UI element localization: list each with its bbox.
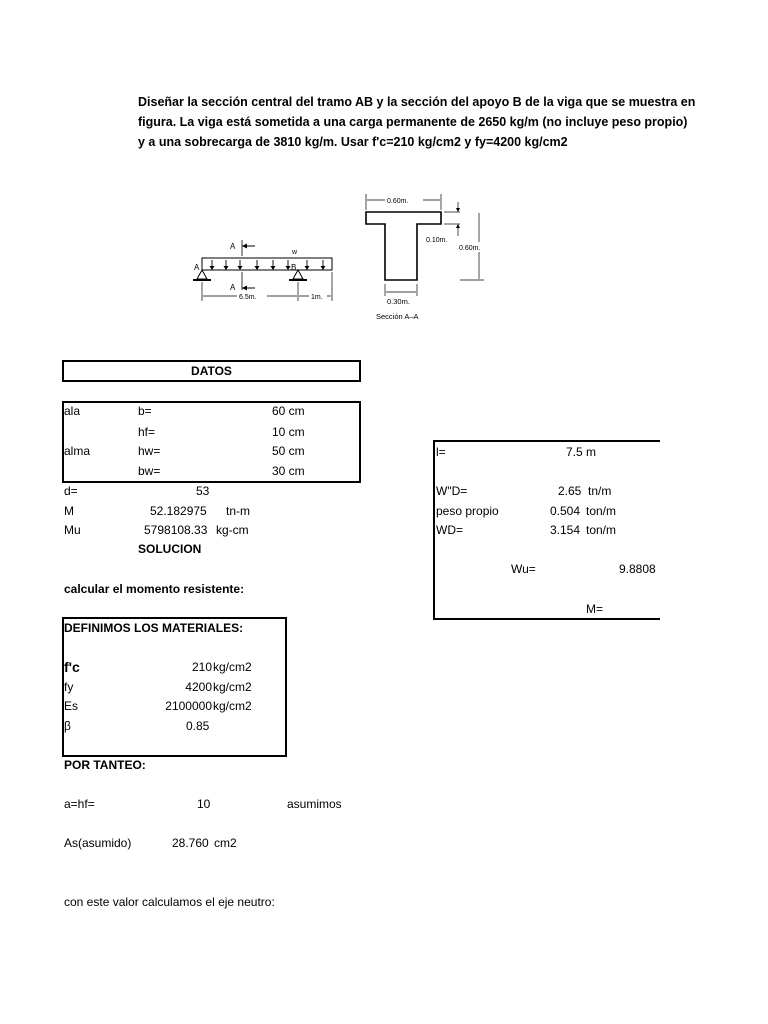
span-1-label: 6.5m. (239, 294, 257, 301)
m-unit: tn-m (226, 504, 250, 518)
height-label: 0.60m. (459, 245, 480, 252)
load-block (201, 257, 333, 271)
neutral-axis-text: con este valor calculamos el eje neutro: (64, 895, 275, 909)
problem-statement: Diseñar la sección central del tramo AB … (138, 92, 696, 152)
tanteo-title: POR TANTEO: (64, 758, 146, 772)
problem-line-3: y a una sobrecarga de 3810 kg/m. Usar f'… (138, 135, 568, 149)
mu-label: Mu (64, 523, 81, 537)
as-unit: cm2 (214, 836, 237, 850)
mu-value: 5798108.33 (144, 523, 208, 537)
pp-value: 0.504 (550, 504, 581, 518)
as-label: As(asumido) (64, 836, 132, 850)
d-label: d= (64, 484, 78, 498)
materiales-title: DEFINIMOS LOS MATERIALES: (64, 621, 244, 635)
a-note: asumimos (287, 797, 342, 811)
datos-title: DATOS (191, 364, 232, 378)
a-value: 10 (197, 797, 211, 811)
materiales-box (62, 617, 287, 757)
datos-b-label: b= (138, 404, 152, 418)
datos-hw-label: hw= (138, 444, 161, 458)
label-a-left: A (194, 263, 200, 272)
calcular-text: calcular el momento resistente: (64, 582, 245, 596)
l-unit: m (586, 445, 596, 459)
datos-group-alma: alma (64, 444, 91, 458)
problem-line-2: figura. La viga está sometida a una carg… (138, 115, 688, 129)
m-result-label: M= (586, 602, 604, 616)
fc-label: f'c (64, 659, 80, 675)
fc-value: 210 (191, 660, 212, 674)
d-value: 53 (196, 484, 210, 498)
label-w: w (291, 249, 298, 256)
pp-unit: ton/m (586, 504, 617, 518)
beam-diagram: A w A B A 6.5m. 1m. (193, 240, 333, 301)
fc-unit: kg/cm2 (213, 660, 252, 674)
a-label: a=hf= (64, 797, 95, 811)
flange-thickness-label: 0.10m. (426, 237, 447, 244)
wd1-value: 2.65 (558, 484, 582, 498)
datos-hf-label: hf= (138, 425, 156, 439)
t-section-diagram: 0.60m. 0.10m. 0.60m. 0.30m. Sección A–A (365, 194, 490, 321)
t-shape (365, 211, 442, 281)
as-value: 28.760 (172, 836, 209, 850)
datos-b-value: 60 cm (272, 404, 305, 418)
flange-width-label: 0.60m. (387, 198, 408, 205)
fy-unit: kg/cm2 (213, 680, 252, 694)
wd1-unit: tn/m (588, 484, 612, 498)
l-value: 7.5 (566, 445, 583, 459)
pp-label: peso propio (436, 504, 499, 518)
fy-value: 4200 (185, 680, 212, 694)
datos-table (62, 401, 361, 483)
section-caption: Sección A–A (376, 312, 419, 321)
m-value: 52.182975 (150, 504, 207, 518)
solucion-heading: SOLUCION (138, 542, 202, 556)
wd-label: WD= (436, 523, 463, 537)
loads-box (433, 440, 660, 620)
mu-unit: kg-cm (216, 523, 249, 537)
m-label: M (64, 504, 74, 518)
beta-label: β (64, 719, 71, 733)
es-value: 2100000 (165, 699, 212, 713)
problem-line-1: Diseñar la sección central del tramo AB … (138, 95, 696, 109)
es-label: Es (64, 699, 79, 713)
datos-group-ala: ala (64, 404, 81, 418)
wd-value: 3.154 (550, 523, 581, 537)
web-width-label: 0.30m. (387, 297, 410, 306)
span-2-label: 1m. (311, 294, 323, 301)
datos-hw-value: 50 cm (272, 444, 305, 458)
label-b: B (291, 263, 296, 272)
beta-value: 0.85 (186, 719, 210, 733)
label-a-bottom: A (230, 283, 236, 292)
wu-value: 9.8808 (619, 562, 656, 576)
datos-bw-value: 30 cm (272, 464, 305, 478)
wd-unit: ton/m (586, 523, 617, 537)
datos-hf-value: 10 cm (272, 425, 305, 439)
datos-header: DATOS (62, 360, 361, 382)
es-unit: kg/cm2 (213, 699, 252, 713)
label-a-top: A (230, 242, 236, 251)
fy-label: fy (64, 680, 74, 694)
wu-label: Wu= (511, 562, 536, 576)
datos-bw-label: bw= (138, 464, 161, 478)
l-label: l= (436, 445, 446, 459)
wd1-label: W"D= (436, 484, 468, 498)
